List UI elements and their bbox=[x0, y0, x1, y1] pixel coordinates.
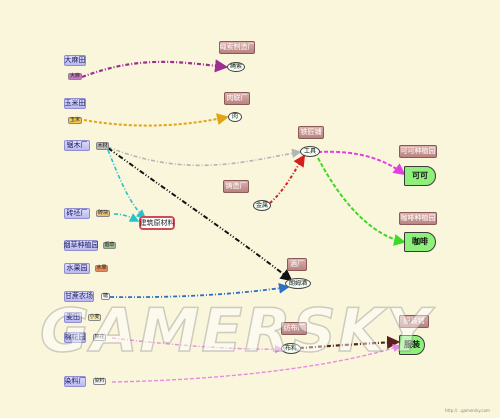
source-dye-works: 染料厂 bbox=[64, 376, 86, 387]
arrow-brick-to-build bbox=[113, 213, 140, 222]
tag-corn: 玉米 bbox=[68, 117, 82, 124]
factory-foundry: 铸造厂 bbox=[223, 180, 249, 193]
arrow-tools-to-cocoa bbox=[317, 150, 406, 176]
tag-brick: 砖块 bbox=[96, 210, 110, 217]
tag-fruit: 水果 bbox=[95, 265, 108, 272]
credit-url: http://...gamersky.com bbox=[445, 408, 490, 413]
product-cloth: 布料 bbox=[281, 343, 301, 354]
tag-tobacco: 烟草 bbox=[103, 242, 116, 249]
watermark: GAMERSKY bbox=[39, 295, 432, 367]
tag-wheat: 小麦 bbox=[88, 314, 101, 321]
source-linen-field: 大麻田 bbox=[64, 55, 86, 66]
source-corn-field: 玉米田 bbox=[64, 98, 86, 109]
factory-textile: 纺布厂 bbox=[281, 322, 307, 335]
product-tools: 工具 bbox=[300, 146, 320, 157]
source-cane-farm: 甘蔗农场 bbox=[64, 291, 94, 302]
source-orchard: 水果园 bbox=[64, 263, 90, 274]
arrow-lumber-to-tools bbox=[107, 146, 302, 167]
product-metal: 金属 bbox=[253, 200, 271, 211]
source-wheat-field: 麦田 bbox=[64, 312, 82, 323]
arrow-cane-to-rum bbox=[109, 282, 290, 299]
source-tobacco-farm: 烟草种植园 bbox=[63, 240, 99, 251]
arrow-lumber-to-rum bbox=[107, 147, 293, 282]
arrow-dye-to-clothes bbox=[111, 344, 402, 383]
product-rum: 朗姆酒 bbox=[285, 278, 311, 289]
product-rope: 绳索 bbox=[227, 62, 245, 72]
arrow-corn-to-meat bbox=[83, 113, 229, 127]
source-sawmill: 锯木厂 bbox=[64, 140, 90, 151]
building-material: 建筑原材料 bbox=[139, 216, 175, 230]
product-meat: 肉 bbox=[228, 112, 242, 122]
factory-tools: 铁匠铺 bbox=[298, 126, 324, 139]
source-cotton-field: 棉花园 bbox=[64, 332, 86, 343]
factory-tailor: 服装铺 bbox=[399, 315, 429, 328]
final-clothes: 服装 bbox=[399, 335, 425, 355]
tag-lumber: 木材 bbox=[96, 142, 109, 150]
arrow-tools-to-coffee bbox=[317, 157, 406, 246]
final-coffee: 咖啡 bbox=[404, 232, 436, 252]
factory-coffee: 咖啡种植园 bbox=[399, 212, 437, 225]
arrow-cloth-to-clothes bbox=[299, 335, 401, 350]
final-cocoa: 可可 bbox=[404, 166, 436, 186]
factory-rope: 绳索制造厂 bbox=[219, 41, 255, 54]
tag-cotton: 棉花 bbox=[93, 334, 106, 341]
tag-cane: 糖 bbox=[101, 293, 110, 300]
arrow-lumber-to-build bbox=[107, 149, 147, 220]
arrow-cotton-to-cloth bbox=[111, 337, 284, 354]
tag-linen: 大麻 bbox=[68, 73, 82, 80]
factory-meat: 肉联厂 bbox=[224, 92, 250, 105]
arrow-linen-to-rope bbox=[81, 59, 229, 79]
factory-distillery: 酒厂 bbox=[287, 258, 307, 271]
tag-dye: 染料 bbox=[93, 378, 106, 385]
factory-cocoa: 可可种植园 bbox=[399, 145, 437, 158]
source-brick-works: 砖坯厂 bbox=[64, 208, 90, 219]
arrow-metal-to-tools bbox=[269, 154, 306, 204]
